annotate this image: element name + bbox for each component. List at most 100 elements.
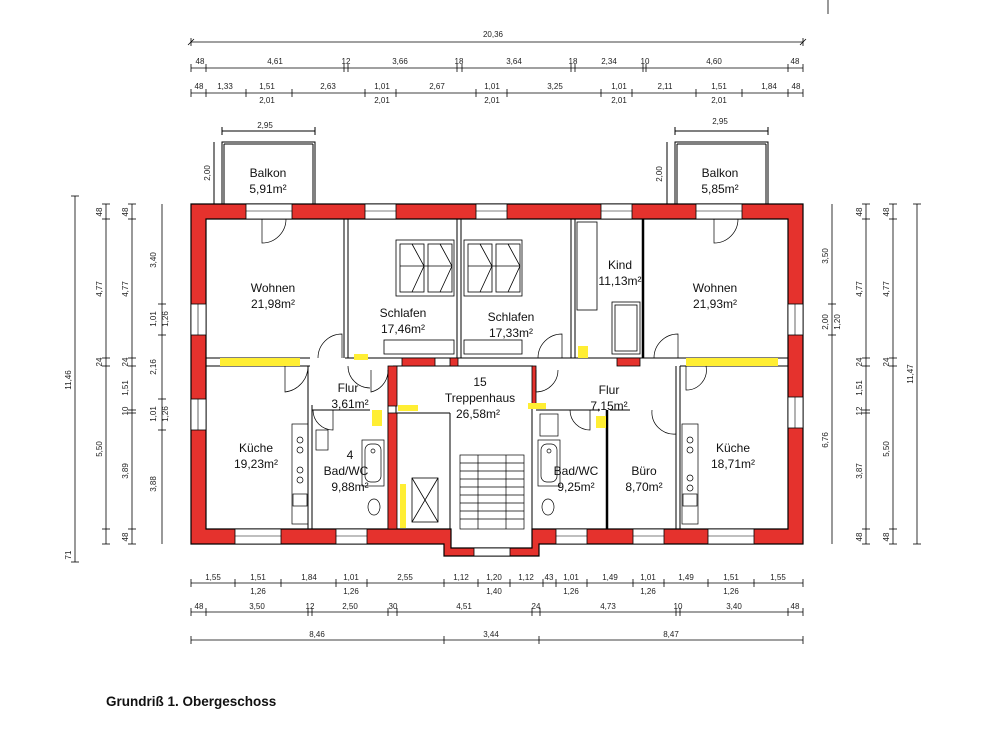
svg-text:48: 48 [791,602,800,611]
svg-text:10: 10 [641,57,650,66]
svg-text:1,26: 1,26 [563,587,579,596]
room-treppenhaus-name: Treppenhaus [445,391,515,405]
svg-text:1,12: 1,12 [453,573,469,582]
svg-text:24: 24 [532,602,541,611]
svg-text:3,25: 3,25 [547,82,563,91]
bottom-dimension-labels: 1,55 1,51 1,84 1,01 2,55 1,12 1,20 1,12 … [195,573,800,639]
svg-text:1,51: 1,51 [250,573,266,582]
plan-caption: Grundriß 1. Obergeschoss [106,694,277,709]
svg-text:1,26: 1,26 [640,587,656,596]
svg-text:3,89: 3,89 [121,463,130,479]
room-bad-right-name: Bad/WC [554,464,599,478]
svg-text:12: 12 [855,406,864,415]
dim-top-total: 20,36 [483,30,504,39]
svg-text:18: 18 [569,57,578,66]
room-bad-left-number: 4 [347,448,354,462]
room-buero-name: Büro [631,464,657,478]
room-labels: Balkon 5,91m² Balkon 5,85m² Wohnen 21,98… [234,166,755,494]
svg-text:4,60: 4,60 [706,57,722,66]
room-flur-left-name: Flur [338,381,359,395]
svg-text:2,00: 2,00 [821,314,830,330]
room-kind-name: Kind [608,258,632,272]
room-bad-left-name: Bad/WC [324,464,369,478]
svg-text:48: 48 [791,57,800,66]
svg-text:6,76: 6,76 [821,432,830,448]
room-balkon-left-area: 5,91m² [249,182,286,196]
room-balkon-right-name: Balkon [702,166,739,180]
outer-walls [190,203,804,557]
svg-text:8,47: 8,47 [663,630,679,639]
room-buero-area: 8,70m² [625,480,662,494]
room-treppenhaus-number: 15 [473,375,487,389]
svg-text:1,49: 1,49 [602,573,618,582]
svg-text:30: 30 [389,602,398,611]
shaft-left [411,477,439,523]
room-wohnen-left-area: 21,98m² [251,297,295,311]
svg-text:3,44: 3,44 [483,630,499,639]
stairwell [459,454,525,530]
bath-left-fixtures [315,429,385,516]
room-flur-right-area: 7,15m² [590,399,627,413]
svg-text:1,01: 1,01 [484,82,500,91]
room-schlafen-left-area: 17,46m² [381,322,425,336]
svg-text:3,40: 3,40 [726,602,742,611]
room-flur-right-name: Flur [599,383,620,397]
svg-text:1,26: 1,26 [161,406,170,422]
svg-text:1,01: 1,01 [149,311,158,327]
svg-text:10: 10 [674,602,683,611]
room-schlafen-right-area: 17,33m² [489,326,533,340]
svg-text:1,01: 1,01 [343,573,359,582]
svg-text:3,88: 3,88 [149,476,158,492]
room-kueche-right-name: Küche [716,441,750,455]
svg-text:4,73: 4,73 [600,602,616,611]
svg-text:2,63: 2,63 [320,82,336,91]
svg-text:2,11: 2,11 [658,82,674,91]
svg-text:3,40: 3,40 [149,252,158,268]
svg-text:4,77: 4,77 [121,281,130,297]
svg-text:1,26: 1,26 [723,587,739,596]
bath-right-fixtures [537,413,561,516]
svg-text:4,61: 4,61 [267,57,283,66]
dim-balkon-right-width: 2,95 [712,117,728,126]
svg-text:3,64: 3,64 [506,57,522,66]
svg-text:2,16: 2,16 [149,359,158,375]
bottom-dimensions [190,579,804,644]
svg-text:1,01: 1,01 [611,82,627,91]
svg-text:1,20: 1,20 [486,573,502,582]
svg-text:1,20: 1,20 [833,314,842,330]
right-dimensions [828,203,921,545]
svg-text:8,46: 8,46 [309,630,325,639]
kitchen-left-fixtures [291,423,309,525]
svg-text:1,26: 1,26 [250,587,266,596]
svg-text:1,84: 1,84 [301,573,317,582]
door-swings [261,218,739,435]
svg-text:5,50: 5,50 [882,441,891,457]
room-bad-left-area: 9,88m² [331,480,368,494]
svg-text:1,01: 1,01 [149,406,158,422]
svg-text:2,55: 2,55 [397,573,413,582]
svg-text:4,77: 4,77 [882,281,891,297]
room-kueche-left-name: Küche [239,441,273,455]
top-dimensions [187,38,807,97]
svg-text:1,84: 1,84 [761,82,777,91]
svg-text:48: 48 [855,207,864,216]
room-schlafen-right-name: Schlafen [488,310,535,324]
room-schlafen-left-name: Schlafen [380,306,427,320]
svg-text:1,51: 1,51 [711,82,727,91]
svg-text:1,51: 1,51 [259,82,275,91]
kitchen-right-fixtures [681,423,699,525]
svg-text:48: 48 [882,207,891,216]
right-dimension-labels: 11,47 48 4,77 24 5,50 48 48 4,77 24 1,51… [821,207,915,541]
svg-text:4,51: 4,51 [456,602,472,611]
svg-text:48: 48 [121,207,130,216]
svg-text:2,34: 2,34 [601,57,617,66]
svg-text:3,66: 3,66 [392,57,408,66]
svg-text:1,26: 1,26 [161,311,170,327]
svg-text:24: 24 [855,357,864,366]
highlight-marks [220,346,778,528]
svg-text:24: 24 [882,357,891,366]
svg-text:1,12: 1,12 [518,573,534,582]
svg-text:24: 24 [121,357,130,366]
svg-text:18: 18 [455,57,464,66]
svg-text:24: 24 [95,357,104,366]
